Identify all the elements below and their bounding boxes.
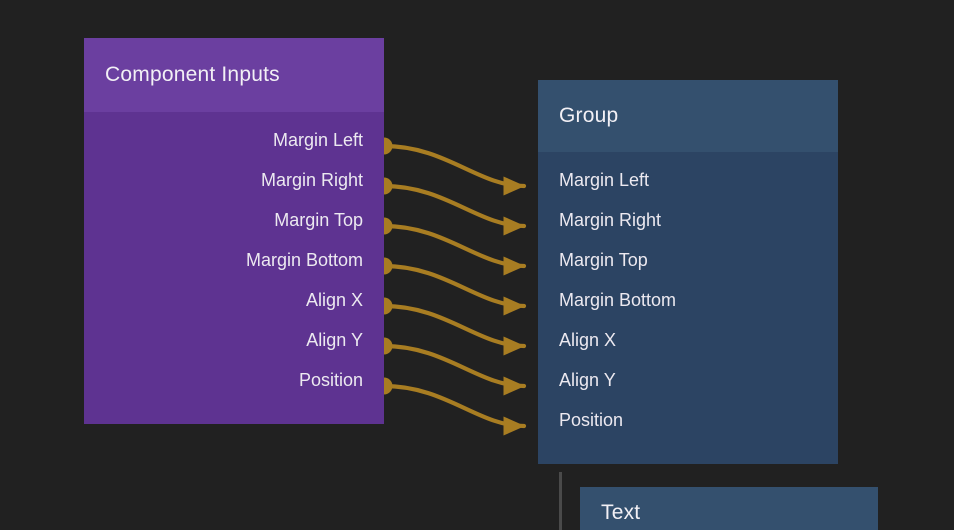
port-row-margin-left[interactable]: Margin Left xyxy=(84,120,384,160)
node-group[interactable]: Group Margin Left Margin Right Margin To… xyxy=(538,80,838,464)
port-label: Margin Right xyxy=(260,170,363,190)
port-row-position[interactable]: Position xyxy=(84,360,384,400)
edge-connection[interactable] xyxy=(381,383,527,436)
node-title: Group xyxy=(559,104,619,127)
port-label: Position xyxy=(559,410,624,430)
port-row-margin-right[interactable]: Margin Right xyxy=(84,160,384,200)
edge-connection[interactable] xyxy=(381,183,527,236)
node-header-group[interactable]: Group xyxy=(538,80,838,152)
node-body-group: Margin Left Margin Right Margin Top Marg… xyxy=(538,152,838,464)
port-label: Position xyxy=(298,370,363,390)
port-row-align-x[interactable]: Align X xyxy=(84,280,384,320)
port-row-align-x[interactable]: Align X xyxy=(538,320,838,360)
port-row-margin-top[interactable]: Margin Top xyxy=(538,240,838,280)
port-label: Margin Top xyxy=(559,250,648,270)
edge-connection[interactable] xyxy=(381,143,527,196)
node-body-component-inputs: Margin Left Margin Right Margin Top Marg… xyxy=(84,112,384,424)
edge-connection[interactable] xyxy=(381,263,527,316)
port-label: Align Y xyxy=(306,330,363,350)
port-label: Align X xyxy=(305,290,363,310)
port-label: Margin Top xyxy=(274,210,363,230)
node-text[interactable]: Text xyxy=(580,487,878,530)
port-row-position[interactable]: Position xyxy=(538,400,838,440)
port-row-align-y[interactable]: Align Y xyxy=(538,360,838,400)
port-label: Margin Bottom xyxy=(245,250,363,270)
port-label: Margin Left xyxy=(559,170,650,190)
node-title: Component Inputs xyxy=(105,63,280,86)
port-row-margin-top[interactable]: Margin Top xyxy=(84,200,384,240)
port-label: Align X xyxy=(559,330,617,350)
node-component-inputs[interactable]: Component Inputs Margin Left Margin Righ… xyxy=(84,38,384,424)
port-label: Margin Bottom xyxy=(559,290,677,310)
port-row-margin-left[interactable]: Margin Left xyxy=(538,160,838,200)
port-label: Margin Right xyxy=(559,210,662,230)
node-title: Text xyxy=(601,501,641,524)
port-row-align-y[interactable]: Align Y xyxy=(84,320,384,360)
port-row-margin-right[interactable]: Margin Right xyxy=(538,200,838,240)
edge-connection[interactable] xyxy=(381,343,527,396)
port-label: Align Y xyxy=(559,370,616,390)
edge-connection[interactable] xyxy=(381,223,527,276)
edge-connection[interactable] xyxy=(381,303,527,356)
node-header-text[interactable]: Text xyxy=(580,487,878,530)
port-label: Margin Left xyxy=(272,130,363,150)
port-row-margin-bottom[interactable]: Margin Bottom xyxy=(538,280,838,320)
node-header-component-inputs[interactable]: Component Inputs xyxy=(84,38,384,112)
port-row-margin-bottom[interactable]: Margin Bottom xyxy=(84,240,384,280)
text-node-connector-line xyxy=(559,472,562,530)
